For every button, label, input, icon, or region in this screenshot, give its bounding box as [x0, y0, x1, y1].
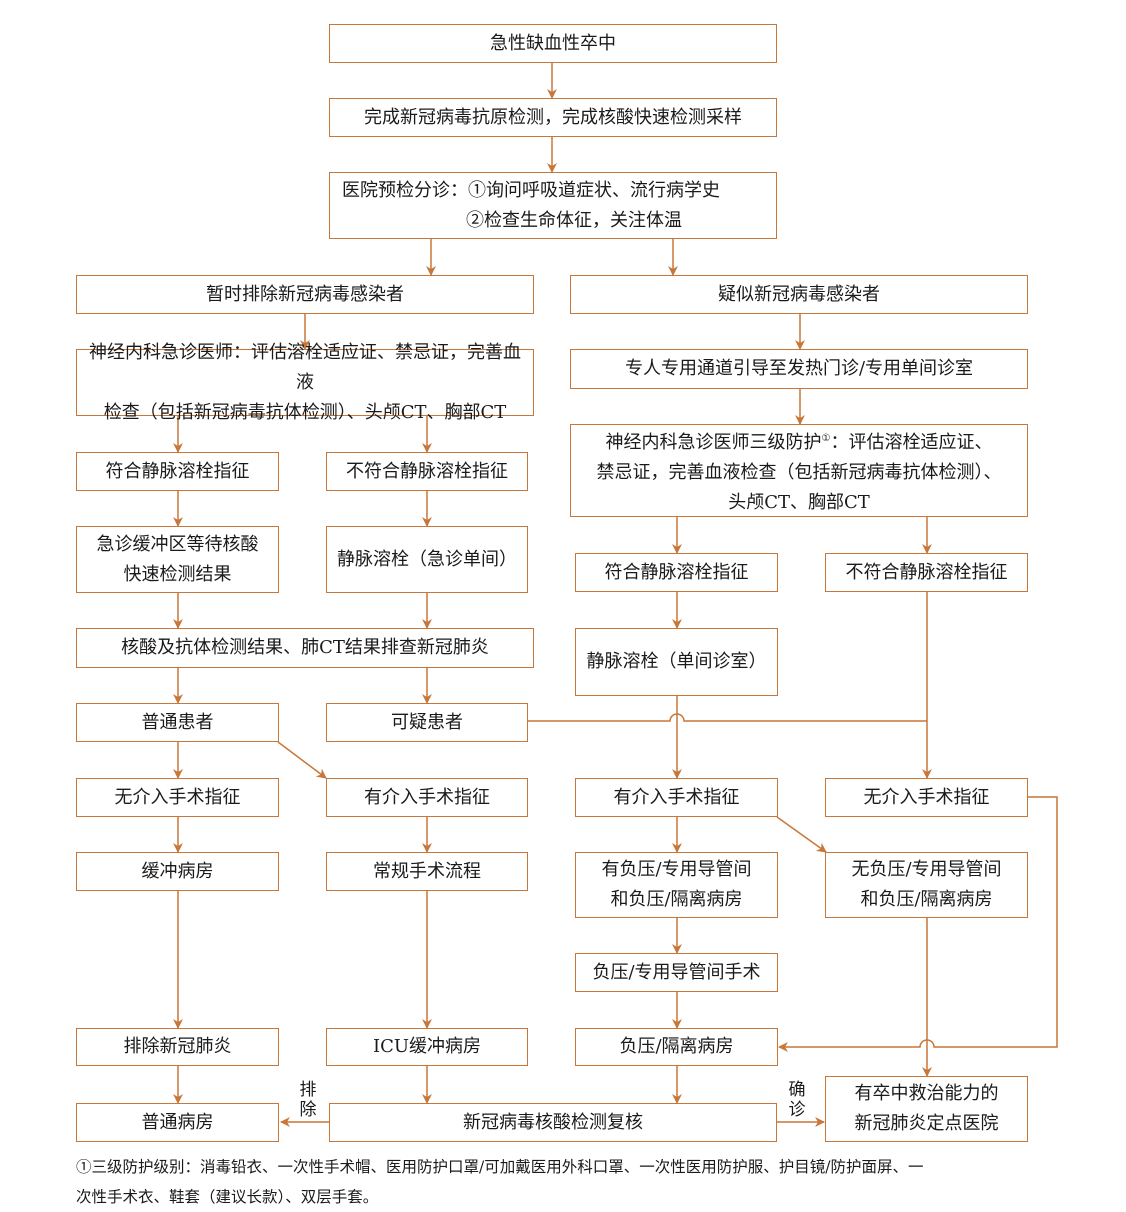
node-covid-antigen-test: 完成新冠病毒抗原检测，完成核酸快速检测采样	[329, 98, 777, 137]
node-label-line1b: ：评估溶栓适应证、	[830, 431, 993, 453]
edge-interv-to-negno	[776, 816, 827, 853]
node-routine-surgery: 常规手术流程	[326, 852, 528, 891]
node-label: 缓冲病房	[141, 860, 214, 882]
node-no-intervention-right: 无介入手术指征	[825, 778, 1028, 817]
node-label-line2: 新冠肺炎定点医院	[854, 1113, 999, 1134]
node-er-buffer-wait: 急诊缓冲区等待核酸 快速检测结果	[76, 526, 279, 593]
node-ivt-er-single: 静脉溶栓（急诊单间）	[326, 526, 528, 593]
node-label: 普通病房	[141, 1111, 214, 1133]
edge-suspect-to-merge	[528, 713, 927, 722]
edge-label-exclude: 排 除	[298, 1080, 318, 1120]
node-label-line2: 快速检测结果	[123, 563, 232, 585]
node-label: 无介入手术指征	[114, 786, 241, 808]
edge-ordinary-to-interv	[277, 741, 327, 779]
node-intervention-left: 有介入手术指征	[326, 778, 528, 817]
edge-label-char: 诊	[788, 1100, 806, 1120]
node-ordinary-patient: 普通患者	[76, 703, 279, 742]
node-ivt-single-room: 静脉溶栓（单间诊室）	[575, 628, 778, 696]
node-dedicated-channel: 专人专用通道引导至发热门诊/专用单间诊室	[570, 349, 1028, 389]
node-pre-triage: 医院预检分诊：①询问呼吸道症状、流行病学史 ②检查生命体征，关注体温	[329, 172, 777, 239]
footnote-ref: ①	[821, 432, 831, 444]
node-neuro-evaluation: 神经内科急诊医师：评估溶栓适应证、禁忌证，完善血液 检查（包括新冠病毒抗体检测）…	[76, 342, 534, 423]
node-label: 静脉溶栓（急诊单间）	[337, 548, 517, 570]
node-intervention-right: 有介入手术指征	[575, 778, 778, 817]
node-neg-pressure-unavailable: 无负压/专用导管间 和负压/隔离病房	[825, 852, 1028, 918]
node-label: 负压/专用导管间手术	[592, 961, 761, 983]
node-label: 完成新冠病毒抗原检测，完成核酸快速检测采样	[364, 106, 742, 128]
node-label-line2: ②检查生命体征，关注体温	[466, 209, 682, 231]
node-label-line2: 和负压/隔离病房	[860, 889, 993, 910]
node-label-line1: 无负压/专用导管间	[851, 859, 1002, 880]
node-label: 有介入手术指征	[364, 786, 490, 808]
node-label: 不符合静脉溶栓指征	[346, 460, 508, 482]
node-label: 核酸及抗体检测结果、肺CT结果排查新冠肺炎	[121, 637, 489, 658]
node-neuro-eval-level3: 神经内科急诊医师三级防护①：评估溶栓适应证、 禁忌证，完善血液检查（包括新冠病毒…	[570, 424, 1028, 517]
node-label: 有介入手术指征	[613, 786, 740, 808]
node-label: 疑似新冠病毒感染者	[718, 283, 880, 305]
node-designated-hospital: 有卒中救治能力的 新冠肺炎定点医院	[825, 1076, 1028, 1142]
node-label: 常规手术流程	[373, 860, 481, 882]
edge-label-char: 排	[299, 1080, 317, 1100]
node-screening-results: 核酸及抗体检测结果、肺CT结果排查新冠肺炎	[76, 628, 534, 668]
node-label-line1: 有负压/专用导管间	[601, 859, 752, 880]
node-meet-ivt-left: 符合静脉溶栓指征	[76, 452, 279, 491]
node-not-meet-ivt-right: 不符合静脉溶栓指征	[825, 553, 1028, 592]
node-label-line1: 急诊缓冲区等待核酸	[96, 533, 259, 555]
node-label: 暂时排除新冠病毒感染者	[206, 283, 404, 305]
footnote: ①三级防护级别：消毒铅衣、一次性手术帽、医用防护口罩/可加戴医用外科口罩、一次性…	[76, 1152, 1046, 1212]
node-label-line1: 医院预检分诊：①询问呼吸道症状、流行病学史	[342, 179, 720, 201]
node-label: 符合静脉溶栓指征	[604, 561, 749, 583]
edge-label-char: 除	[299, 1100, 317, 1120]
node-label: 新冠病毒核酸检测复核	[463, 1111, 643, 1133]
node-label: 无介入手术指征	[863, 786, 990, 808]
node-neg-pressure-available: 有负压/专用导管间 和负压/隔离病房	[575, 852, 778, 918]
node-buffer-ward: 缓冲病房	[76, 852, 279, 891]
node-label: 急性缺血性卒中	[490, 32, 616, 54]
node-label: 普通患者	[141, 711, 214, 733]
node-covid-excluded: 暂时排除新冠病毒感染者	[76, 275, 534, 314]
node-not-meet-ivt-left: 不符合静脉溶栓指征	[326, 452, 528, 491]
node-label-line1: 有卒中救治能力的	[854, 1083, 999, 1104]
node-covid-suspected: 疑似新冠病毒感染者	[570, 275, 1028, 314]
node-label-line1: 神经内科急诊医师：评估溶栓适应证、禁忌证，完善血液	[89, 341, 521, 393]
node-label: ICU缓冲病房	[372, 1036, 482, 1057]
node-label-line2: 和负压/隔离病房	[610, 889, 743, 910]
edge-label-char: 确	[788, 1080, 806, 1100]
footnote-line1: ①三级防护级别：消毒铅衣、一次性手术帽、医用防护口罩/可加戴医用外科口罩、一次性…	[76, 1158, 924, 1176]
node-label: 可疑患者	[391, 711, 463, 733]
node-label: 静脉溶栓（单间诊室）	[586, 651, 767, 672]
node-label-line1: 神经内科急诊医师三级防护①：评估溶栓适应证、	[606, 424, 993, 458]
node-general-ward: 普通病房	[76, 1103, 279, 1142]
node-exclude-pneumonia: 排除新冠肺炎	[76, 1028, 279, 1066]
node-no-intervention-left: 无介入手术指征	[76, 778, 279, 817]
footnote-line2: 次性手术衣、鞋套（建议长款）、双层手套。	[76, 1188, 379, 1206]
node-nucleic-recheck: 新冠病毒核酸检测复核	[329, 1103, 777, 1142]
node-acute-ischemic-stroke: 急性缺血性卒中	[329, 24, 777, 63]
edge-label-confirm: 确 诊	[787, 1080, 807, 1120]
node-meet-ivt-right: 符合静脉溶栓指征	[575, 553, 778, 592]
node-label-line1a: 神经内科急诊医师三级防护	[605, 431, 822, 453]
node-label: 符合静脉溶栓指征	[105, 460, 250, 482]
node-neg-pressure-surgery: 负压/专用导管间手术	[575, 953, 778, 992]
edge-nointerv-loop-to-ward	[778, 796, 1058, 1052]
node-icu-buffer-ward: ICU缓冲病房	[326, 1028, 528, 1066]
node-label: 负压/隔离病房	[619, 1036, 734, 1057]
node-label-line2: 禁忌证，完善血液检查（包括新冠病毒抗体检测）、	[596, 461, 1002, 483]
node-suspect-patient: 可疑患者	[326, 703, 528, 742]
node-label-line2: 检查（包括新冠病毒抗体检测）、头颅CT、胸部CT	[103, 401, 507, 423]
node-neg-pressure-ward: 负压/隔离病房	[575, 1028, 778, 1066]
node-label: 排除新冠肺炎	[123, 1036, 232, 1057]
node-label: 不符合静脉溶栓指征	[845, 561, 1008, 583]
node-label-line3: 头颅CT、胸部CT	[728, 491, 870, 513]
node-label: 专人专用通道引导至发热门诊/专用单间诊室	[624, 358, 974, 379]
